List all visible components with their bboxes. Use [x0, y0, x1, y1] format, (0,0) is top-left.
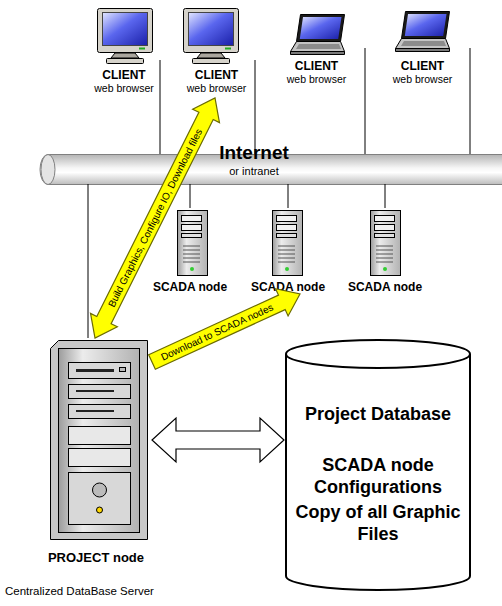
network-link — [470, 48, 471, 154]
network-pipe: Internet or intranet — [40, 144, 502, 186]
server-tower — [51, 341, 148, 540]
network-link — [365, 48, 366, 154]
desktop-computer — [184, 9, 239, 64]
node-sublabel: web browser — [393, 73, 453, 86]
project-server: PROJECT node — [40, 338, 152, 566]
block-arrow — [91, 98, 220, 338]
node-sublabel: web browser — [187, 82, 247, 95]
scada-server: SCADA node — [252, 208, 324, 294]
node-sublabel: SCADA node Configurations — [288, 454, 468, 498]
client-laptop: CLIENTweb browser — [375, 10, 470, 88]
client-computer: CLIENTweb browser — [88, 6, 160, 98]
client-computer: CLIENTweb browser — [178, 6, 255, 98]
network-link — [190, 184, 191, 208]
arrow-label: Download to SCADA nodes — [159, 302, 275, 363]
node-label: CLIENT — [102, 69, 145, 82]
node-label: CLIENT — [295, 60, 338, 73]
node-label: Project Database — [288, 403, 468, 425]
node-label: SCADA node — [348, 280, 422, 294]
desktop-computer — [98, 9, 153, 64]
network-link — [385, 184, 386, 208]
scada-server: SCADA node — [154, 208, 226, 294]
node-label: Internet — [219, 144, 289, 162]
block-arrow — [149, 289, 300, 370]
node-sublabel: web browser — [287, 73, 347, 86]
cylinder-top — [286, 340, 470, 368]
node-label: PROJECT node — [48, 550, 144, 566]
laptop-computer — [396, 12, 450, 52]
node-label: CLIENT — [195, 69, 238, 82]
node-sublabel: or intranet — [229, 165, 279, 178]
node-sublabel: web browser — [94, 82, 154, 95]
network-link — [255, 60, 256, 154]
block-arrow — [152, 418, 284, 462]
figure-caption: Centralized DataBase Server — [5, 584, 154, 598]
database-cylinder: Project DatabaseSCADA node Configuration… — [284, 338, 472, 592]
server-tower — [371, 211, 401, 276]
server-tower — [178, 211, 208, 276]
node-label: CLIENT — [401, 60, 444, 73]
laptop-computer — [291, 15, 345, 55]
cylinder-body — [286, 354, 470, 590]
scada-server: SCADA node — [349, 208, 421, 294]
pipe-end — [41, 155, 55, 185]
node-label: SCADA node — [153, 280, 227, 294]
server-tower — [273, 211, 303, 276]
client-laptop: CLIENTweb browser — [268, 12, 365, 88]
network-link — [88, 184, 89, 338]
network-link — [288, 184, 289, 208]
node-sublabel: Copy of all Graphic Files — [288, 501, 468, 545]
network-link — [160, 60, 161, 154]
